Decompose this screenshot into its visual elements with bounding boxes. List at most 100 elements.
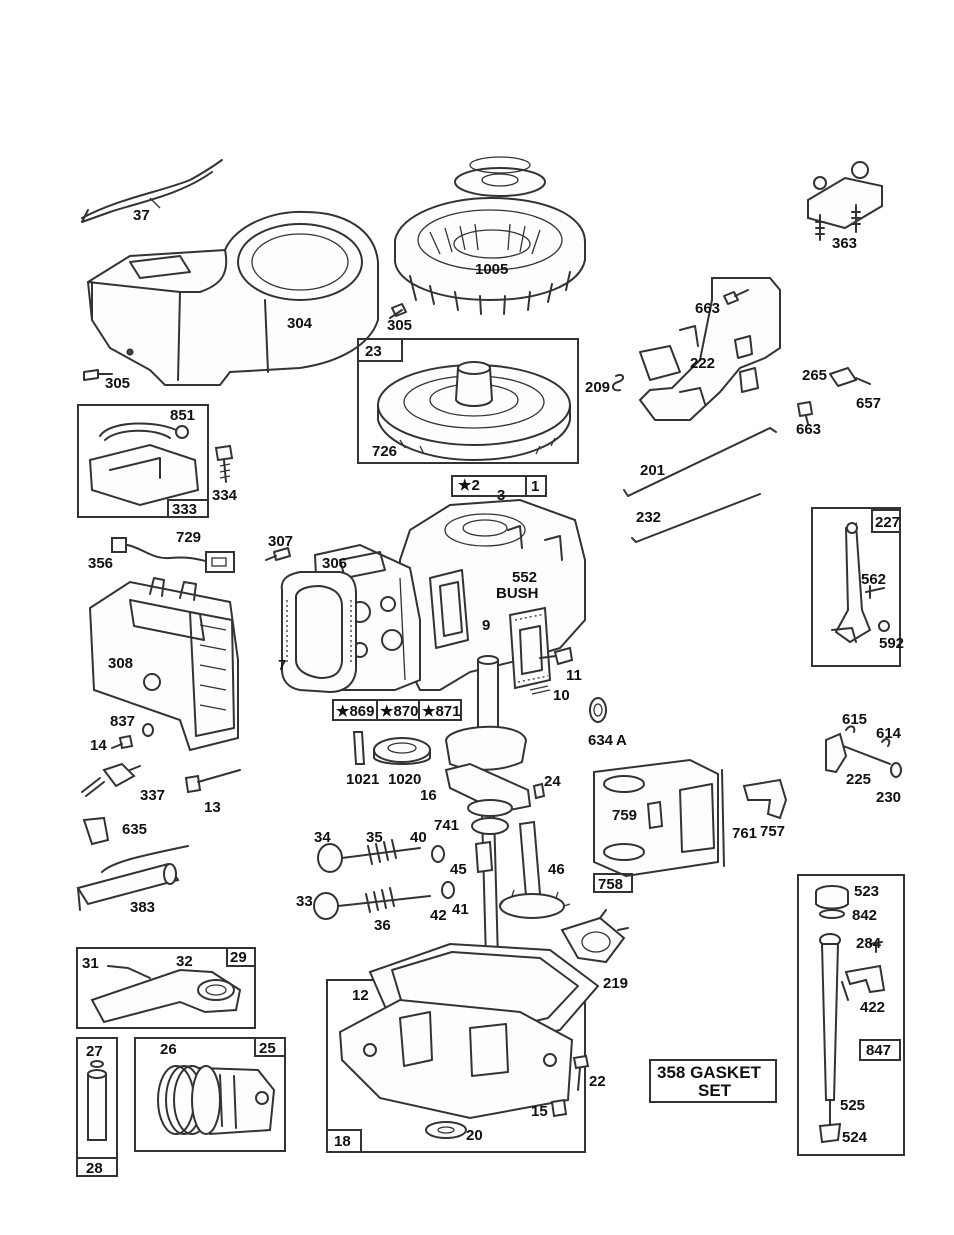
part-525-tube	[819, 933, 841, 1101]
label-871: ★871	[422, 703, 460, 720]
label-761: 761	[732, 825, 757, 842]
label-225: 225	[846, 771, 871, 788]
label-356: 356	[88, 555, 113, 572]
part-842-oring	[819, 909, 845, 919]
part-16-crankshaft	[444, 655, 532, 961]
label-34: 34	[314, 829, 331, 846]
label-363: 363	[832, 235, 857, 252]
label-36: 36	[374, 917, 391, 934]
label-46: 46	[548, 861, 565, 878]
label-20: 20	[466, 1127, 483, 1144]
part-25-piston	[191, 1065, 276, 1136]
part-334-screw	[214, 444, 234, 483]
label-635: 635	[122, 821, 147, 838]
label-18: 18	[334, 1133, 351, 1150]
part-1020-gear	[373, 737, 431, 765]
label-334: 334	[212, 487, 238, 504]
part-305-screw-right	[389, 303, 407, 319]
part-201-rod	[623, 427, 777, 497]
part-333-armature	[88, 422, 200, 507]
label-9: 9	[482, 617, 490, 634]
label-11: 11	[566, 667, 582, 684]
box-23-tag	[357, 338, 403, 362]
label-851: 851	[170, 407, 195, 424]
label-25: 25	[259, 1040, 276, 1057]
part-635-elbow	[82, 816, 110, 846]
part-1005-fan	[394, 196, 586, 315]
part-284-screw	[869, 941, 883, 953]
label-201: 201	[640, 462, 665, 479]
label-758: 758	[598, 876, 623, 893]
part-308-carburetor	[88, 577, 239, 752]
label-562: 562	[861, 571, 886, 588]
label-305-left: 305	[105, 375, 130, 392]
label-1021: 1021	[346, 771, 379, 788]
box-25-piston	[134, 1037, 286, 1152]
label-219: 219	[603, 975, 628, 992]
part-22-screw	[572, 1054, 590, 1091]
label-35: 35	[366, 829, 383, 846]
label-13: 13	[204, 799, 221, 816]
label-bush: BUSH	[496, 585, 539, 602]
label-304: 304	[287, 315, 313, 332]
label-615: 615	[842, 711, 867, 728]
label-32: 32	[176, 953, 193, 970]
label-gasket-set-line1: 358 GASKET	[657, 1063, 762, 1082]
label-28: 28	[86, 1160, 103, 1177]
label-306: 306	[322, 555, 347, 572]
label-614: 614	[876, 725, 902, 742]
box-23-flywheel	[357, 338, 579, 464]
label-552: 552	[512, 569, 537, 586]
label-592: 592	[879, 635, 904, 652]
part-592-nut	[878, 620, 890, 632]
label-23: 23	[365, 343, 382, 360]
part-225-shaft	[825, 725, 891, 774]
label-305-right: 305	[387, 317, 412, 334]
box-227-governor-lever	[811, 507, 901, 667]
label-525: 525	[840, 1097, 865, 1114]
part-20-seal	[425, 1121, 467, 1139]
part-15-plug	[550, 1098, 568, 1118]
part-29-connecting-rod	[90, 965, 242, 1024]
part-41-retainer	[441, 881, 455, 899]
part-222-control-bracket	[638, 277, 781, 421]
label-45: 45	[450, 861, 467, 878]
label-232: 232	[636, 509, 661, 526]
part-422-bracket	[841, 964, 886, 1001]
label-307: 307	[268, 533, 293, 550]
part-209-spring	[612, 373, 624, 392]
box-358-gasket-set	[649, 1059, 777, 1103]
label-41: 41	[452, 901, 469, 918]
label-869: ★869	[336, 703, 374, 720]
part-837-nut	[142, 723, 154, 737]
label-663-lower: 663	[796, 421, 821, 438]
part-562-screw	[865, 585, 885, 599]
part-219-governor-gear	[560, 909, 629, 964]
label-265: 265	[802, 367, 827, 384]
part-758-mechanical-governor	[593, 758, 719, 878]
part-46-camshaft	[499, 820, 571, 919]
label-24: 24	[544, 773, 561, 790]
part-761-pin	[721, 769, 725, 867]
label-523: 523	[854, 883, 879, 900]
label-27: 27	[86, 1043, 103, 1060]
label-741: 741	[434, 817, 459, 834]
label-657: 657	[856, 395, 881, 412]
part-45-tappet	[474, 840, 494, 874]
part-524-seal	[818, 1099, 842, 1144]
part-232-rod	[631, 493, 761, 543]
part-227-lever	[831, 522, 872, 644]
box-871	[418, 699, 462, 721]
label-3: 3	[497, 487, 505, 504]
part-24-key	[532, 782, 546, 800]
part-34-valve-intake	[317, 839, 421, 873]
part-13-pin	[184, 769, 241, 794]
part-265-clip	[829, 367, 871, 387]
label-333: 333	[172, 501, 197, 518]
label-15: 15	[531, 1103, 548, 1120]
part-18-sump	[338, 998, 574, 1120]
label-42: 42	[430, 907, 447, 924]
label-422: 422	[860, 999, 885, 1016]
box-333-armature	[77, 404, 209, 518]
part-523-cap	[815, 885, 849, 910]
